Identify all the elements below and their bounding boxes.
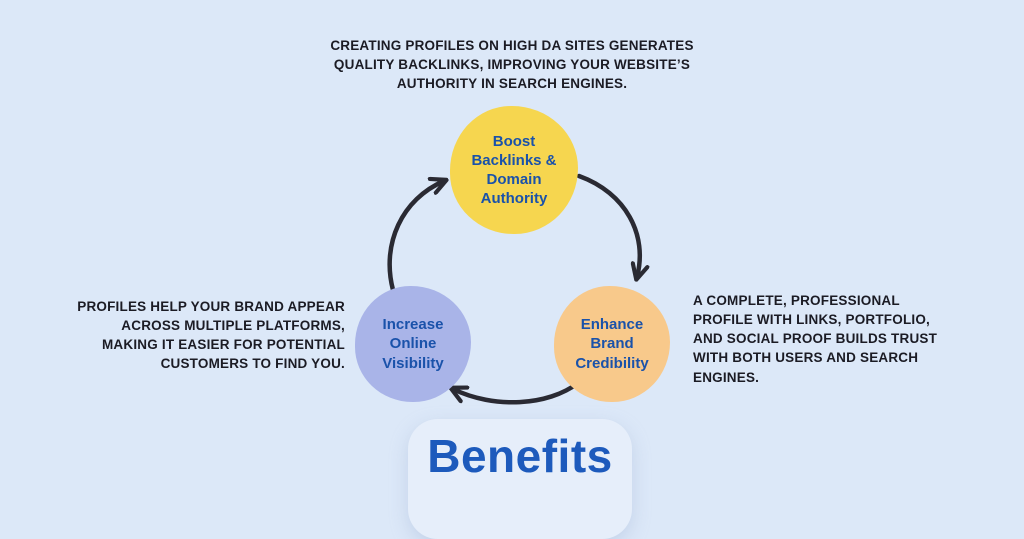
node-increase-online-visibility: Increase Online Visibility: [355, 286, 471, 402]
annotation-visibility: PROFILES HELP YOUR BRAND APPEAR ACROSS M…: [77, 299, 345, 372]
title-pill: Benefits: [408, 419, 632, 539]
node-label: Boost Backlinks & Domain Authority: [471, 132, 557, 208]
node-label: Increase Online Visibility: [382, 316, 444, 372]
arrow-boost-to-credibility: [576, 173, 640, 277]
node-enhance-brand-credibility: Enhance Brand Credibility: [554, 286, 670, 402]
node-boost-backlinks-domain-authority: Boost Backlinks & Domain Authority: [450, 106, 578, 234]
arrow-credibility-to-visibility: [453, 380, 581, 405]
annotation-backlinks: CREATING PROFILES ON HIGH DA SITES GENER…: [330, 38, 694, 92]
page-title: Benefits: [427, 430, 613, 482]
arrow-visibility-to-boost: [387, 181, 444, 293]
node-label: Enhance Brand Credibility: [575, 316, 649, 372]
annotation-credibility: A COMPLETE, PROFESSIONAL PROFILE WITH LI…: [693, 293, 938, 385]
benefits-infographic: CREATING PROFILES ON HIGH DA SITES GENER…: [77, 38, 938, 482]
